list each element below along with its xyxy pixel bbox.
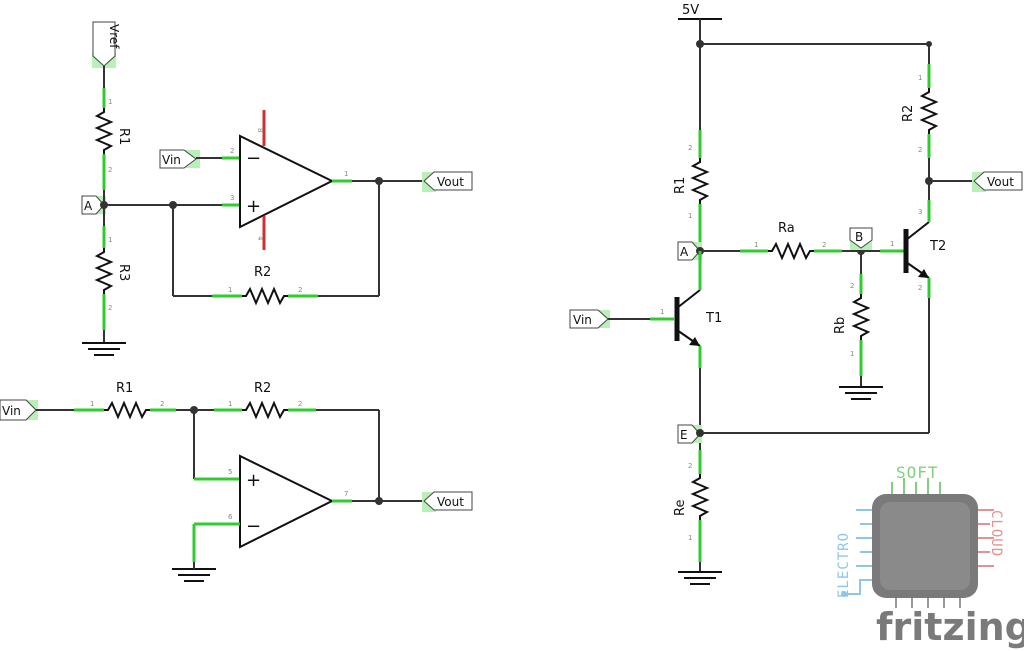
t1-npn-transistor-icon[interactable] [674, 289, 701, 347]
svg-text:3: 3 [918, 208, 922, 216]
svg-text:2: 2 [230, 147, 234, 155]
svg-text:2: 2 [108, 304, 112, 312]
svg-text:1: 1 [108, 98, 112, 106]
svg-text:5: 5 [228, 468, 232, 476]
svg-text:2: 2 [298, 286, 302, 294]
rb-resistor-icon[interactable] [851, 294, 871, 340]
vin-flag-2[interactable]: Vin [0, 399, 38, 421]
ground-icon [678, 562, 722, 585]
svg-text:1: 1 [850, 350, 854, 358]
r2-label-3: R2 [901, 105, 916, 122]
r1-resistor-icon-2[interactable] [104, 400, 150, 420]
svg-text:+: + [246, 470, 261, 491]
svg-text:7: 7 [344, 490, 348, 498]
r2-resistor-icon-2[interactable] [242, 400, 288, 420]
logo-word: fritzing [876, 605, 1024, 649]
svg-text:+: + [246, 196, 261, 217]
ra-resistor-icon[interactable] [768, 241, 814, 261]
circuit-3: 5V R2 1 2 Vout R1 2 1 A [569, 3, 1023, 585]
ground-icon [839, 376, 883, 400]
vout-label-2: Vout [437, 495, 464, 509]
rb-label: Rb [833, 317, 848, 334]
vout-label-3: Vout [987, 175, 1014, 189]
vref-label: Vref [107, 24, 121, 49]
svg-text:2: 2 [108, 166, 112, 174]
vin-flag-1[interactable]: Vin [159, 149, 200, 169]
svg-text:4: 4 [256, 236, 264, 241]
circuit-1: Vref R1 1 2 A R3 1 2 [81, 21, 473, 356]
vin-label-1: Vin [162, 153, 181, 167]
ra-label: Ra [778, 221, 795, 236]
vout-flag-1[interactable]: Vout [422, 171, 473, 192]
ground-icon [82, 330, 126, 356]
node-e-label: E [680, 428, 688, 442]
vin-flag-3[interactable]: Vin [569, 309, 610, 329]
r3-resistor-icon[interactable] [94, 248, 114, 294]
svg-text:1: 1 [890, 240, 894, 248]
r1-label-3: R1 [673, 177, 688, 194]
svg-text:1: 1 [688, 212, 692, 220]
svg-text:1: 1 [108, 236, 112, 244]
r1-resistor-icon[interactable] [94, 108, 114, 154]
svg-text:2: 2 [850, 282, 854, 290]
r3-label: R3 [116, 264, 131, 281]
t2-npn-transistor-icon[interactable] [903, 221, 930, 279]
node-a-label-3: A [680, 245, 689, 259]
r2-resistor-icon-3[interactable] [919, 88, 939, 134]
opamp-1-opamp-icon[interactable]: − + 8 4 [239, 110, 335, 250]
svg-text:1: 1 [660, 308, 664, 316]
vin-label-2: Vin [2, 404, 21, 418]
svg-text:2: 2 [822, 241, 826, 249]
vref-flag[interactable]: Vref [92, 21, 121, 68]
vin-label-3: Vin [573, 313, 592, 327]
svg-text:1: 1 [228, 286, 232, 294]
r2-label-1: R2 [254, 265, 271, 280]
svg-text:−: − [246, 516, 261, 537]
svg-text:1: 1 [754, 241, 758, 249]
logo-top-text: SOFT [896, 463, 939, 482]
svg-text:1: 1 [688, 534, 692, 542]
vout-label-1: Vout [437, 175, 464, 189]
fritzing-logo: SOFT ELECTRO CLOUD fritzing [836, 463, 1024, 649]
svg-text:8: 8 [256, 128, 264, 132]
re-resistor-icon[interactable] [690, 474, 710, 520]
svg-text:1: 1 [918, 74, 922, 82]
r2-label-2: R2 [254, 381, 271, 396]
ground-icon [172, 562, 216, 582]
node-a-label: A [84, 199, 93, 213]
svg-text:2: 2 [918, 146, 922, 154]
svg-text:2: 2 [688, 144, 692, 152]
node-b-flag[interactable]: B [849, 227, 873, 250]
svg-text:2: 2 [918, 284, 922, 292]
logo-right-text: CLOUD [988, 510, 1004, 557]
logo-left-text: ELECTRO [836, 532, 852, 598]
svg-text:2: 2 [160, 400, 164, 408]
svg-text:2: 2 [688, 462, 692, 470]
re-label: Re [673, 500, 688, 516]
vout-flag-3[interactable]: Vout [972, 171, 1023, 192]
node-b-label: B [855, 230, 863, 244]
r1-label-2: R1 [116, 381, 133, 396]
r1-resistor-icon-3[interactable] [690, 158, 710, 204]
svg-text:6: 6 [228, 513, 233, 521]
svg-text:−: − [246, 148, 261, 169]
svg-text:1: 1 [90, 400, 94, 408]
svg-text:1: 1 [228, 400, 232, 408]
t1-label: T1 [705, 311, 722, 326]
circuit-2: Vin R1 1 2 R2 1 2 5 + − 6 [0, 381, 473, 582]
vout-flag-2[interactable]: Vout [422, 491, 473, 512]
t2-label: T2 [929, 239, 946, 254]
svg-text:1: 1 [344, 170, 348, 178]
r2-resistor-icon[interactable] [242, 286, 288, 306]
r1-label: R1 [116, 128, 131, 145]
supply-label: 5V [682, 3, 699, 18]
svg-text:2: 2 [298, 400, 302, 408]
svg-text:3: 3 [230, 194, 234, 202]
opamp-2-opamp-icon[interactable]: + − [239, 454, 335, 549]
